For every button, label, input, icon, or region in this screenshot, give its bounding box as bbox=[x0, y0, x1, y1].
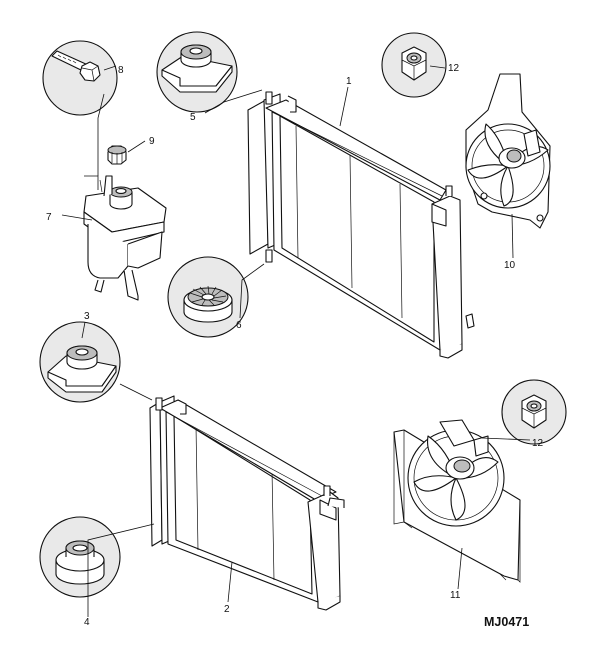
callout-7: 7 bbox=[46, 212, 52, 223]
drawing-reference: MJ0471 bbox=[484, 615, 529, 629]
callout-6: 6 bbox=[236, 320, 242, 331]
detail-circle-grommet-4 bbox=[39, 516, 121, 598]
detail-circle-mount-3 bbox=[39, 321, 121, 403]
filler-cap bbox=[107, 145, 127, 165]
callout-1: 1 bbox=[346, 76, 352, 87]
callout-5: 5 bbox=[190, 112, 196, 123]
callout-4: 4 bbox=[84, 617, 90, 628]
detail-circle-grommet-6 bbox=[167, 256, 249, 338]
callout-11: 11 bbox=[450, 590, 461, 601]
callout-8: 8 bbox=[118, 65, 124, 76]
callout-9: 9 bbox=[149, 136, 155, 147]
expansion-tank bbox=[83, 175, 167, 301]
cooling-fan-lower bbox=[393, 419, 521, 583]
callout-2: 2 bbox=[224, 604, 230, 615]
radiator-upper bbox=[247, 91, 475, 359]
detail-circle-mount-5 bbox=[156, 31, 238, 113]
radiator-lower bbox=[149, 395, 345, 611]
detail-circle-nut-12-top bbox=[381, 32, 447, 98]
callout-3: 3 bbox=[84, 311, 90, 322]
callout-labels: 1 2 3 4 5 6 7 8 9 10 11 12 12 MJ0471 bbox=[46, 63, 544, 629]
callout-10: 10 bbox=[504, 260, 516, 271]
detail-circle-nut-12-bottom bbox=[501, 379, 567, 445]
callout-12-top: 12 bbox=[448, 63, 460, 74]
detail-circle-bolt bbox=[42, 40, 118, 116]
callout-12-bottom: 12 bbox=[532, 438, 544, 449]
cooling-fan-upper bbox=[465, 73, 551, 229]
leader-lines bbox=[61, 65, 531, 617]
